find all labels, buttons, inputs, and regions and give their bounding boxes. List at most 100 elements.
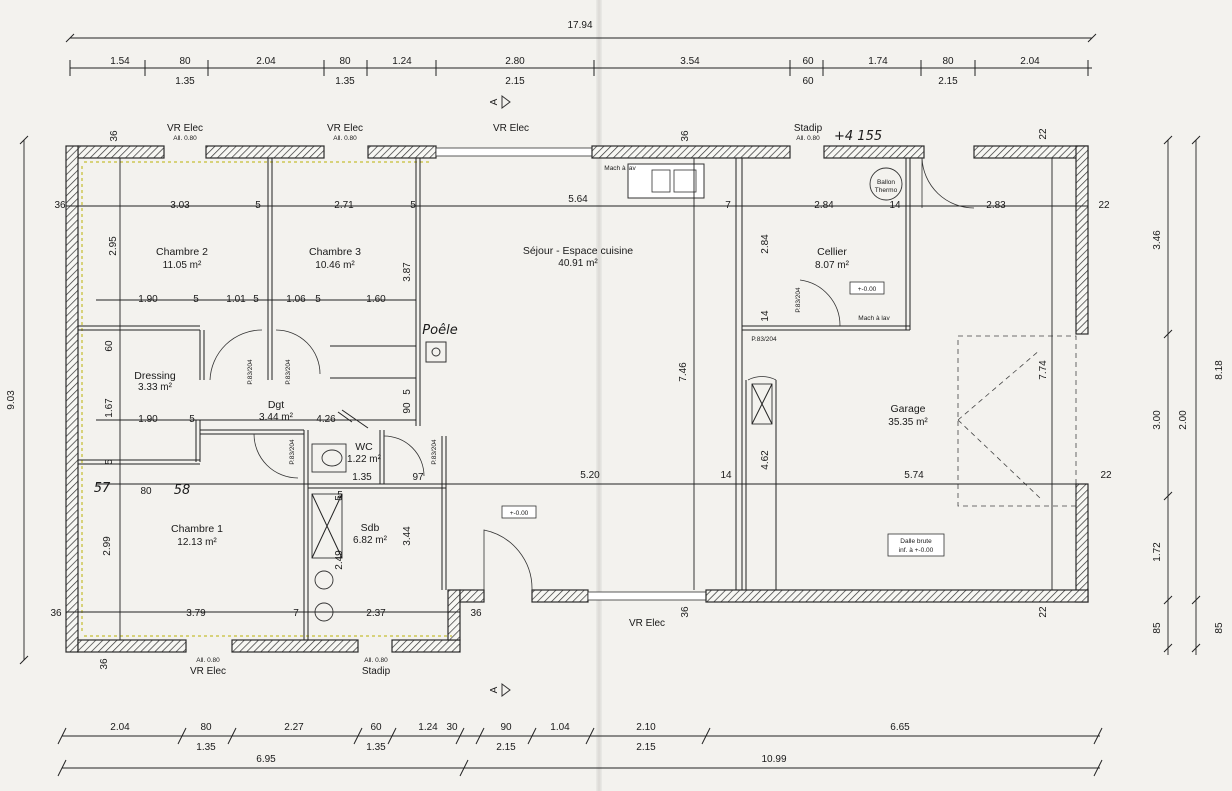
dim-interior-vertical: 14 [760, 310, 771, 322]
window-label: VR Elec [629, 618, 665, 629]
dim-interior-vertical: 36 [109, 130, 120, 142]
window-size: All. 0.80 [173, 135, 197, 142]
dim-interior-vertical: 2.84 [760, 234, 771, 254]
dim-bottom: 2.04 [110, 722, 130, 733]
dim-interior: 1.60 [366, 294, 386, 305]
dim-interior-vertical: 4.62 [760, 450, 771, 470]
dim-interior: 5 [337, 490, 343, 501]
room-area: 1.22 m² [347, 454, 382, 465]
section-marker-top: A [489, 95, 511, 109]
dim-right: 2.00 [1178, 410, 1189, 430]
dim-interior-vertical: 36 [680, 130, 691, 142]
dim-top-sub: 1.35 [335, 76, 355, 87]
handwritten-note: 57 [94, 481, 111, 496]
dim-bottom-sub: 2.15 [496, 742, 516, 753]
room-name: Dgt [268, 399, 284, 411]
dim-interior-vertical: 3.87 [402, 262, 413, 282]
dim-interior: 2.84 [814, 200, 834, 211]
dim-interior: 1.01 [226, 294, 246, 305]
room-area: 6.82 m² [353, 535, 388, 546]
dim-interior-vertical: 3.44 [402, 526, 413, 546]
dim-bottom: 2.27 [284, 722, 304, 733]
room-area: 40.91 m² [558, 258, 598, 269]
window-label: VR Elec [327, 123, 363, 134]
door-code: P.83/204 [285, 359, 292, 385]
dim-bottom: 1.24 [418, 722, 438, 733]
dim-top: 2.04 [1020, 56, 1040, 67]
dim-right: 3.46 [1152, 230, 1163, 250]
dim-top: 80 [942, 56, 954, 67]
dim-interior-vertical: 7.74 [1038, 360, 1049, 380]
section-label: A [489, 686, 500, 693]
dim-top: 3.54 [680, 56, 700, 67]
room-area: 8.07 m² [815, 260, 850, 271]
dim-interior-vertical: 36 [99, 658, 110, 670]
handwritten-note: 58 [174, 483, 191, 498]
dim-interior: 5 [410, 200, 416, 211]
section-marker-bottom: A [489, 683, 511, 697]
dim-bottom-sub: 1.35 [196, 742, 216, 753]
interior-dimension-labels: 36 3.03 5 2.71 5 5.64 7 2.84 14 2.83 22 … [50, 128, 1112, 670]
dim-interior-vertical: 2.95 [108, 236, 119, 256]
dim-interior-vertical: 22 [1038, 606, 1049, 618]
bottom-dimension-chain: 2.04 80 2.27 60 1.24 30 90 1.04 2.10 6.6… [57, 722, 1103, 777]
dim-top: 2.80 [505, 56, 525, 67]
dim-interior-vertical: 90 [402, 402, 413, 414]
dim-interior: 36 [50, 608, 62, 619]
water-heater-label: Thermo [875, 187, 898, 194]
window-label: VR Elec [190, 666, 226, 677]
kitchen-sink-icon [627, 163, 705, 199]
dim-interior: 3.03 [170, 200, 190, 211]
exterior-walls [65, 145, 1089, 653]
stove-label: Poêle [422, 323, 457, 338]
slab-note: Dalle brute [900, 538, 932, 545]
dim-interior-vertical: 36 [680, 606, 691, 618]
dim-interior: 5 [253, 294, 259, 305]
room-area: 3.44 m² [259, 412, 294, 423]
dim-interior: 36 [54, 200, 66, 211]
water-heater-label: Ballon [877, 179, 895, 186]
dim-top-sub: 1.35 [175, 76, 195, 87]
room-name: Cellier [817, 246, 847, 258]
dim-interior: 80 [140, 486, 152, 497]
dim-top: 1.54 [110, 56, 130, 67]
plan-notes: Ballon Thermo Mach à lav Mach à lav +-0.… [247, 165, 934, 554]
room-name: Séjour - Espace cuisine [523, 245, 633, 257]
dim-total-top: 17.94 [567, 20, 592, 31]
dim-interior: 36 [470, 608, 482, 619]
dim-interior-vertical: 2.99 [102, 536, 113, 556]
dim-total-left: 9.03 [6, 390, 17, 410]
right-dimension-chain: 3.46 3.00 2.00 1.72 85 8.18 85 [1152, 135, 1225, 655]
dim-bottom-total: 6.95 [256, 754, 276, 765]
room-name: Chambre 3 [309, 246, 361, 258]
washer-label: Mach à lav [858, 315, 890, 322]
level-label: +-0.00 [510, 510, 529, 517]
dim-interior: 97 [412, 472, 424, 483]
window-size: All. 0.80 [196, 657, 220, 664]
room-area: 3.33 m² [138, 382, 173, 393]
room-name: Chambre 1 [171, 523, 223, 535]
left-dimension-chain: 9.03 [6, 135, 29, 665]
dim-right: 85 [1152, 622, 1163, 634]
dim-bottom: 80 [200, 722, 212, 733]
dim-right: 1.72 [1152, 542, 1163, 562]
dim-interior: 2.83 [986, 200, 1006, 211]
room-name: WC [355, 441, 373, 453]
dim-interior: 2.71 [334, 200, 354, 211]
interior-dimension-lines [66, 158, 1088, 640]
dim-interior: 22 [1098, 200, 1110, 211]
dim-top: 80 [339, 56, 351, 67]
dim-interior-vertical: 5 [334, 495, 345, 501]
room-name: Dressing [134, 370, 176, 382]
dim-interior: 1.35 [352, 472, 372, 483]
window-size: All. 0.80 [796, 135, 820, 142]
dim-interior: 14 [720, 470, 732, 481]
dim-bottom: 2.10 [636, 722, 656, 733]
dim-interior: 2.37 [366, 608, 386, 619]
dim-interior-vertical: 1.67 [104, 398, 115, 418]
door-code: P.83/204 [247, 359, 254, 385]
handwritten-note: +4 155 [834, 129, 882, 144]
door-code: P.83/204 [751, 336, 777, 343]
dim-interior-vertical: 2.49 [334, 550, 345, 570]
dim-interior: 1.90 [138, 414, 158, 425]
